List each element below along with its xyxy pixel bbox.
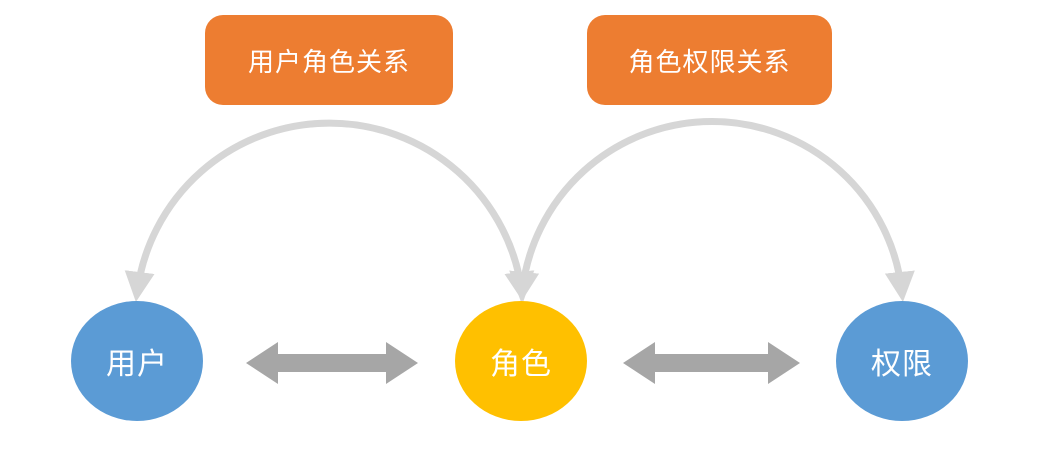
relation-box-user-role-label: 用户角色关系 bbox=[247, 47, 410, 78]
relation-box-user-role: 用户角色关系 bbox=[205, 15, 453, 105]
node-user-label: 用户 bbox=[106, 347, 168, 382]
node-user: 用户 bbox=[71, 301, 203, 421]
node-role-label: 角色 bbox=[490, 347, 552, 382]
double-arrow-user-role bbox=[246, 342, 418, 384]
node-permission: 权限 bbox=[836, 301, 968, 421]
arc-user-role bbox=[124, 119, 535, 302]
node-role: 角色 bbox=[455, 301, 587, 421]
relation-box-role-permission: 角色权限关系 bbox=[587, 15, 832, 105]
node-permission-label: 权限 bbox=[871, 347, 933, 382]
arc-role-permission bbox=[509, 118, 915, 302]
relation-box-role-permission-label: 角色权限关系 bbox=[628, 47, 791, 78]
double-arrow-role-permission bbox=[623, 342, 800, 384]
